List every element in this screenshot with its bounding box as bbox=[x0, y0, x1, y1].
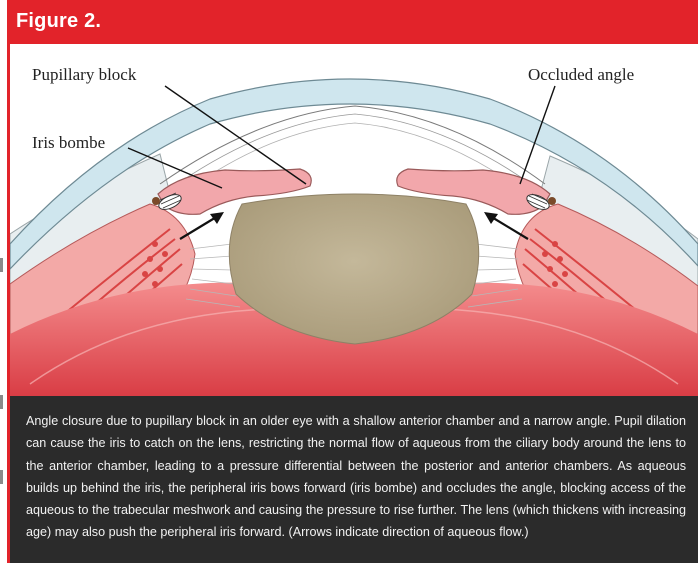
figure-caption: Angle closure due to pupillary block in … bbox=[26, 410, 686, 544]
eye-diagram: Pupillary block Occluded angle Iris bomb… bbox=[10, 44, 698, 396]
label-iris-bombe: Iris bombe bbox=[32, 133, 105, 153]
margin-mark bbox=[0, 470, 3, 484]
figure-title: Figure 2. bbox=[16, 10, 101, 33]
left-margin-strip bbox=[0, 0, 6, 563]
figure-caption-box: Angle closure due to pupillary block in … bbox=[10, 396, 698, 563]
margin-mark bbox=[0, 395, 3, 409]
figure-panel: Figure 2. bbox=[7, 0, 698, 563]
label-pupillary-block: Pupillary block bbox=[32, 65, 136, 85]
figure-header: Figure 2. bbox=[10, 0, 698, 44]
eye-illustration-svg bbox=[10, 44, 698, 396]
flow-arrow-left bbox=[180, 212, 224, 239]
flow-arrow-right bbox=[484, 212, 528, 239]
label-occluded-angle: Occluded angle bbox=[528, 65, 634, 85]
margin-mark bbox=[0, 258, 3, 272]
